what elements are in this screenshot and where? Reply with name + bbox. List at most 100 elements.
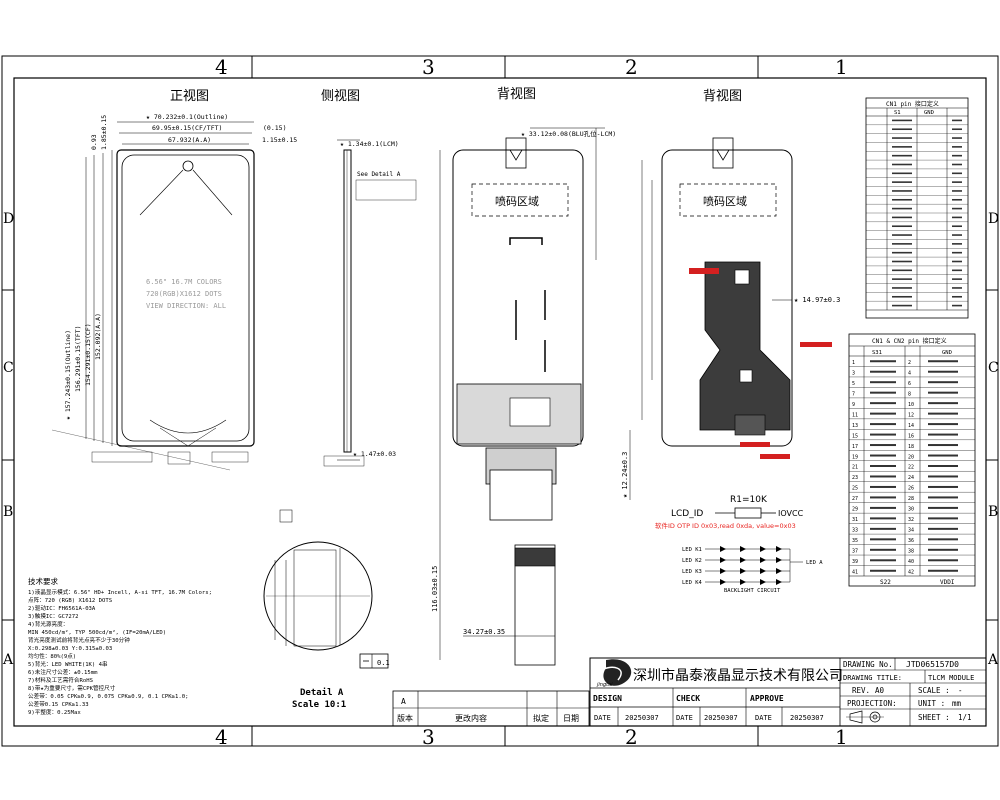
side-view-title: 侧视图 — [321, 89, 360, 104]
cn1-pin-signal — [892, 234, 912, 236]
cn2-pin-number: 34 — [908, 528, 914, 534]
cn2-pin-signal — [928, 475, 958, 478]
tech-note-line: 7)材料及工艺需符合RoHS — [28, 676, 93, 684]
cn2-pin-number: 37 — [852, 549, 858, 555]
cn2-pin-signal — [928, 391, 958, 394]
cn1-pin-table — [865, 97, 969, 319]
cn2-pin-number: 42 — [908, 570, 914, 576]
dim-185: 1.85±0.15 — [100, 115, 108, 150]
zone-bottom-4: 4 — [215, 725, 228, 749]
drawing-no-label: DRAWING No. — [843, 660, 893, 669]
cn2-pin-number: 19 — [852, 454, 858, 460]
cn1-pin-signal — [952, 278, 962, 280]
cn2-pin-signal — [870, 370, 896, 373]
cn2-pin-signal — [928, 527, 958, 530]
cn2-pin-number: 27 — [852, 496, 858, 502]
design-date: 20250307 — [625, 714, 659, 722]
cn2-pin-number: 11 — [852, 412, 858, 418]
cn2-pin-number: 26 — [908, 486, 914, 492]
back-view: 喷码区域 — [439, 127, 605, 666]
cn2-pin-number: 36 — [908, 538, 914, 544]
backlight-circuit — [705, 546, 803, 585]
cn1-pin-signal — [952, 269, 962, 272]
tech-note-line: 9)平整度：0.25Max — [28, 708, 81, 716]
cn2-pin-number: 39 — [852, 559, 858, 565]
cn1-pin-signal — [952, 146, 962, 148]
zone-left-C: C — [3, 360, 14, 376]
cn1-pin-signal — [892, 278, 912, 280]
backlight-circuit-label: BACKLIGHT CIRCUIT — [724, 588, 781, 594]
scale-label: SCALE : — [918, 686, 950, 695]
cn1-pin-signal — [952, 216, 962, 219]
dim-blu-hole: ★ 33.12±0.08(BLU孔位-LCM) — [521, 129, 616, 138]
cn2-pin-signal — [928, 569, 958, 572]
cn2-pin-number: 31 — [852, 517, 858, 523]
dim-3427: 34.27±0.35 — [463, 628, 505, 636]
cn2-pin-signal — [928, 423, 958, 426]
zone-top-1: 1 — [835, 55, 848, 79]
cn1-pin-signal — [892, 287, 912, 289]
design-label: DESIGN — [593, 694, 622, 703]
cn2-pin-number: 14 — [908, 423, 914, 429]
cn2-pin-signal — [870, 465, 896, 467]
zone-right-A: A — [987, 652, 999, 668]
cn1-pin-signal — [892, 207, 912, 210]
cn2-pin-number: 20 — [908, 454, 914, 460]
cn2-pin-signal — [928, 485, 958, 488]
rev-table-drafter: 拟定 — [533, 713, 549, 723]
cn1-pin-signal — [892, 295, 912, 298]
cn2-pin-number: 12 — [908, 412, 914, 418]
approve-label: APPROVE — [750, 694, 784, 703]
tech-note-line: MIN 450cd/m², TYP 500cd/m², (IF=20mA/LED… — [28, 629, 166, 636]
cn1-pin-signal — [952, 251, 962, 254]
cn2-pin-signal — [928, 370, 958, 373]
cn2-pin-signal — [928, 381, 958, 384]
tech-note-line: 3)触摸IC：GC7272 — [28, 612, 78, 620]
left-zone-labels: D C B A — [2, 211, 14, 668]
cn2-pin-number: 41 — [852, 570, 858, 576]
side-view — [323, 139, 417, 467]
company-name: 深圳市晶泰液晶显示技术有限公司 — [633, 667, 843, 684]
cn1-pin-signal — [952, 295, 962, 298]
cn2-pin-number: 23 — [852, 475, 858, 481]
tech-notes-lines: 1)液晶显示模式：6.56" HD+ Incell, A-si TFT, 16.… — [28, 588, 212, 716]
cn1-pin-signal — [952, 181, 962, 183]
top-zone-labels: 4 3 2 1 — [215, 55, 848, 79]
tech-note-line: 公差带：0.05 CPK≥0.9, 0.075 CPK≥0.9, 0.1 CPK… — [28, 692, 188, 700]
cn2-pin-number: 25 — [852, 486, 858, 492]
cn1-col1: S1 — [894, 110, 901, 116]
cn1-pin-signal — [892, 260, 912, 263]
cn2-pin-number: 1 — [852, 360, 855, 366]
cn2-pin-number: 15 — [852, 433, 858, 439]
drawing-title: TLCM MODULE — [928, 674, 974, 682]
cn2-pin-number: 24 — [908, 475, 914, 481]
tech-note-line: 点阵：720 (RGB) X1612 DOTS — [28, 596, 112, 604]
check-date-label: DATE — [676, 714, 693, 722]
cn1-pin-signal — [952, 207, 962, 210]
dim-lcm-thickness: ★ 1.34±0.1(LCM) — [340, 140, 399, 148]
cn1-table-title: CN1 pin 接口定义 — [886, 100, 939, 108]
cn2-pin-number: 33 — [852, 528, 858, 534]
detail-a — [263, 509, 389, 669]
cn2-pin-signal — [870, 412, 896, 415]
cn1-pin-signal — [952, 172, 962, 175]
cn1-pin-signal — [892, 119, 912, 122]
tech-note-line: 公差带0.15 CPK≥1.33 — [28, 700, 89, 708]
dim-015: (0.15) — [263, 124, 286, 132]
cn2-pin-signal — [928, 444, 958, 447]
cn2-pin-signal — [870, 485, 896, 488]
see-detail-a-label: See Detail A — [357, 171, 401, 178]
tech-notes-title: 技术要求 — [28, 576, 58, 586]
software-id-note: 软件ID OTP ID 0x03,read 0xda, value=0x03 — [655, 521, 796, 530]
cn2-pin-number: 16 — [908, 433, 914, 439]
sheet-value: 1/1 — [958, 713, 972, 722]
zone-top-4: 4 — [215, 55, 228, 79]
unit-label: UNIT : — [918, 699, 945, 708]
cn2-pin-signal — [928, 559, 958, 562]
cn1-pin-signal — [892, 216, 912, 219]
dim-115: 1.15±0.15 — [262, 136, 297, 144]
approve-date: 20250307 — [790, 714, 824, 722]
cn2-pin-signal — [870, 454, 896, 457]
